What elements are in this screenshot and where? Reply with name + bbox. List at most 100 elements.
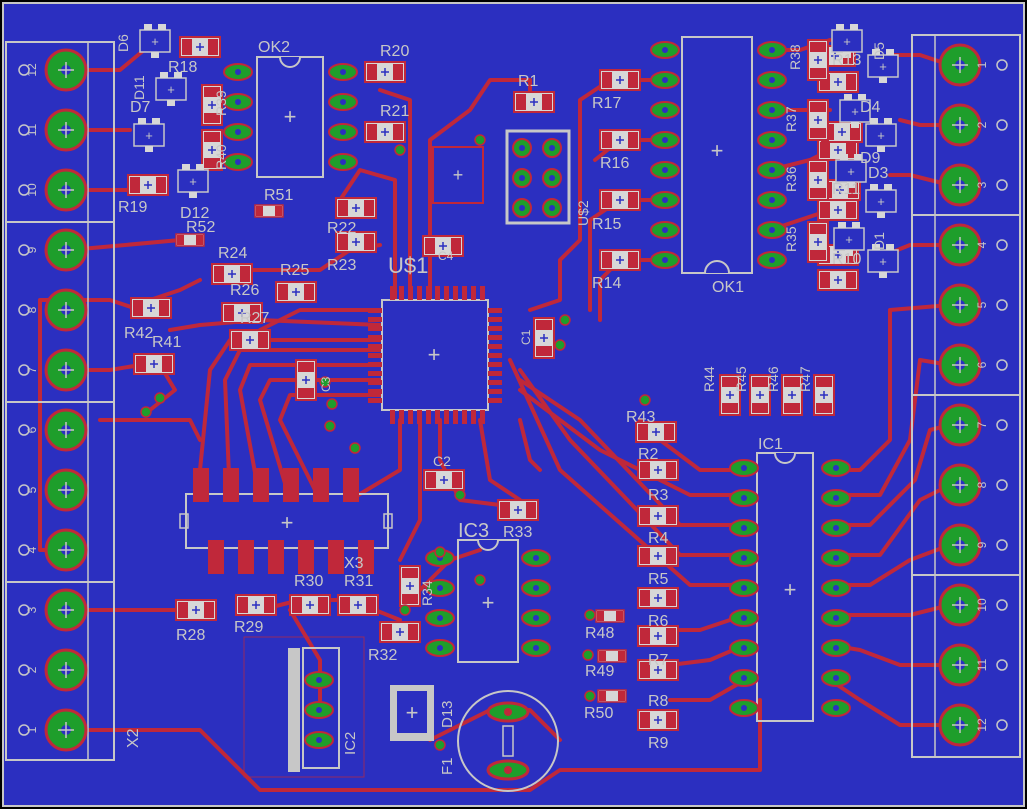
smd-pad [130,177,140,193]
u1-pad-right [488,371,502,376]
smd-resistor [807,159,829,201]
via [639,394,651,406]
smd-pad [602,132,612,148]
u1-pad-right [488,398,502,403]
u1-pad-bottom [462,410,467,424]
smd-pad [208,39,218,55]
sot-pin [872,244,880,250]
smd-resistor [513,91,555,113]
terminal-left-5: 5 [18,468,88,512]
smd-resistor [599,129,641,151]
smd-pad [264,597,274,613]
label-r35: R35 [783,226,799,252]
via [584,690,596,702]
smd-pad [204,87,220,97]
smd-resistor [497,499,539,521]
sot-diode: + [139,24,171,58]
sot-pin [196,164,204,170]
terminal-number: 5 [25,486,39,493]
smd-resistor [422,235,464,257]
dip-hole [741,615,747,621]
smd-pad [810,102,826,112]
terminal-right-6: 6 [938,343,1008,387]
label-r16: R16 [600,155,629,172]
dip-hole [769,137,775,143]
via [326,398,338,410]
smd-resistor [337,594,379,616]
small-pad [256,206,263,216]
terminal-right-3: 3 [938,163,1008,207]
sot-diode: + [867,244,899,278]
smd-pad [367,124,377,140]
smd-resistor [599,249,641,271]
terminal-left-11: 11 [18,108,88,152]
u1-pad-left [368,344,382,349]
small-pad [599,651,606,661]
x3-pad-top [193,468,209,502]
u1-pad-bottom [399,410,404,424]
dip-hole [437,615,443,621]
dip-hole [833,555,839,561]
terminal-block-left [5,41,115,761]
smd-pad [292,597,302,613]
sot-pin [872,49,880,55]
label-ic3: IC3 [458,520,489,542]
sot-diode: + [865,118,897,152]
dip-hole [741,465,747,471]
smd-pad [408,624,418,640]
small-pad [196,235,203,245]
smd-pad [136,356,146,372]
label-c4: C4 [438,249,454,263]
dip-hole [316,737,322,743]
terminal-number: 11 [975,658,989,671]
terminal-left-4: 4 [18,528,88,572]
sot-pin [884,118,892,124]
label-r28: R28 [176,627,205,644]
top-sot-part: + [432,146,484,204]
svg-text:+: + [453,165,464,185]
sot-pin [145,146,153,152]
sot-pin [886,49,894,55]
smd-pad [628,132,638,148]
sot-pin [144,24,152,30]
label-r2: R2 [638,446,659,463]
sot-pin [851,122,859,128]
u1-pad-top [453,286,458,300]
terminal-screw [996,599,1008,611]
dip-hole [769,167,775,173]
terminal-screw [18,604,30,616]
sot-mark: + [851,104,859,119]
terminal-left-6: 6 [18,408,88,452]
label-f1: F1 [439,757,456,775]
sot-diode: + [133,118,165,152]
smd-pad [722,403,738,413]
via [474,574,486,586]
small-pad [618,691,625,701]
u1-pad-top [417,286,422,300]
smd-resistor [130,297,172,319]
sot-diode: + [865,184,897,218]
sot-pin [189,192,197,198]
smd-resistor [179,36,221,58]
dip-hole [769,77,775,83]
smd-pad [204,158,220,168]
label-r41: R41 [152,334,181,351]
smd-pad [666,712,676,728]
label-r20: R20 [380,43,409,60]
ok1-chip: + [681,36,753,274]
smd-resistor [637,459,679,481]
dip-hole [662,167,668,173]
small-pad [177,235,184,245]
u1-pad-top [462,286,467,300]
label-r36: R36 [783,166,799,192]
svg-text:+: + [784,577,797,602]
label-r32: R32 [368,647,397,664]
via [399,604,411,616]
u1-pad-bottom [480,410,485,424]
terminal-number: 10 [25,183,39,197]
u1-pad-top [426,286,431,300]
smd-pad [451,238,461,254]
small-pad [618,651,625,661]
via [582,649,594,661]
terminal-screw [996,539,1008,551]
